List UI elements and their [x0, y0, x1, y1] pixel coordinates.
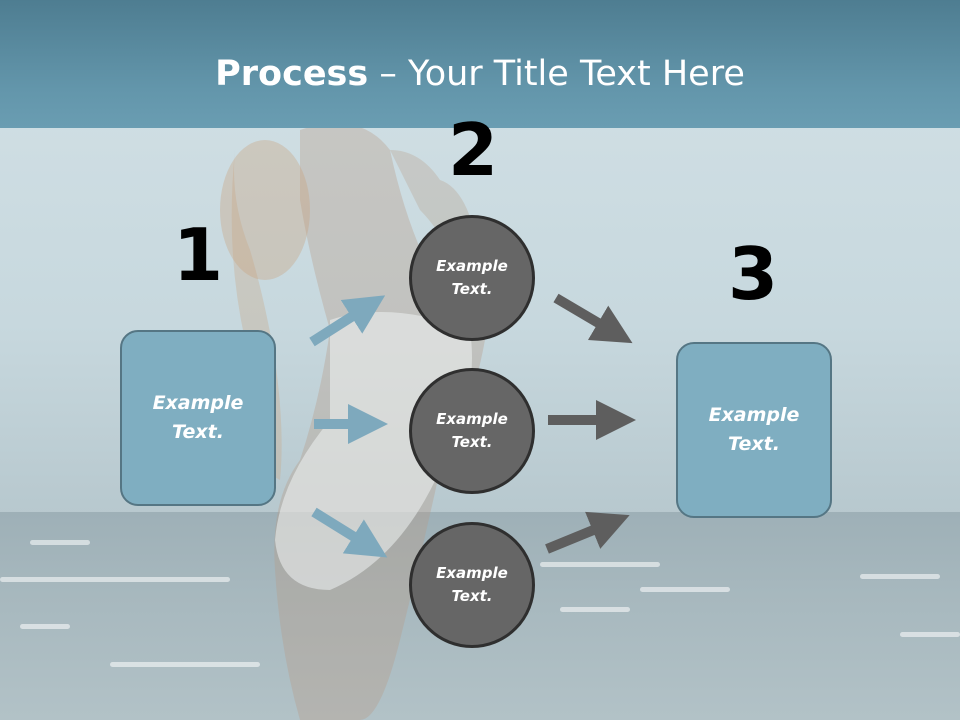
title-bold: Process: [215, 54, 369, 94]
circle-top-label: Example Text.: [436, 257, 508, 298]
circle-middle: Example Text.: [409, 368, 535, 494]
circle-middle-label: Example Text.: [436, 410, 508, 451]
left-box-label: Example Text.: [152, 392, 244, 443]
circle-bottom: Example Text.: [409, 522, 535, 648]
circle-bottom-label: Example Text.: [436, 564, 508, 605]
arrow-left-to-bottom: [311, 507, 388, 558]
title-rest: – Your Title Text Here: [368, 54, 745, 94]
arrow-top-to-right: [553, 293, 633, 344]
title-bar: Process – Your Title Text Here: [0, 0, 960, 128]
step-number-1: 1: [172, 213, 224, 297]
arrow-left-to-top: [309, 295, 386, 347]
circle-top: Example Text.: [409, 215, 535, 341]
slide-title: Process – Your Title Text Here: [0, 50, 960, 98]
step-number-2: 2: [447, 108, 499, 192]
right-box-label: Example Text.: [708, 404, 800, 455]
left-example-box: Example Text.: [120, 330, 276, 506]
right-example-box: Example Text.: [676, 342, 832, 518]
step-number-3: 3: [727, 232, 779, 316]
arrow-bottom-to-right: [545, 511, 630, 554]
